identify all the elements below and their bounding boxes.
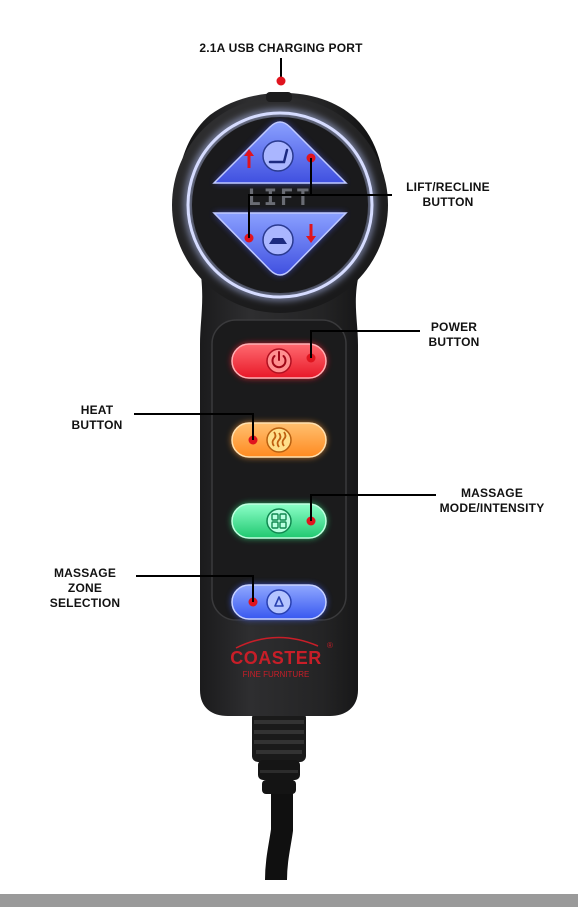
massage-zone-button[interactable] [231,584,327,620]
brand-swoosh [235,636,319,649]
down-arrow-icon [306,236,316,243]
heat-button[interactable] [231,422,327,458]
up-arrow-icon [244,149,254,156]
lift-recline-label: LIFT/RECLINE BUTTON [406,180,490,209]
recline-down-button[interactable] [212,212,348,276]
heat-button-label: HEAT BUTTON [71,403,123,432]
brand-name: COASTER [230,648,322,668]
recycle-zone-icon [266,589,292,615]
power-button[interactable] [231,343,327,379]
massage-icon [266,508,292,534]
callouts [134,58,436,607]
lift-label: LIFT [248,186,313,211]
power-button-label: POWER BUTTON [428,320,480,349]
usb-callout-dot [276,76,286,86]
massage-zone-label: MASSAGE ZONE SELECTION [49,566,121,610]
massage-mode-button[interactable] [231,503,327,539]
brand-tagline: FINE FURNITURE [243,670,310,679]
lift-up-button[interactable] [212,121,348,184]
power-cable [252,712,306,881]
recline-up-icon [262,140,294,172]
bottom-bar [0,894,578,907]
usb-port-label: 2.1A USB CHARGING PORT [199,41,363,55]
brand-registered-mark: ® [327,641,333,650]
massage-mode-label: MASSAGE MODE/INTENSITY [439,486,545,515]
